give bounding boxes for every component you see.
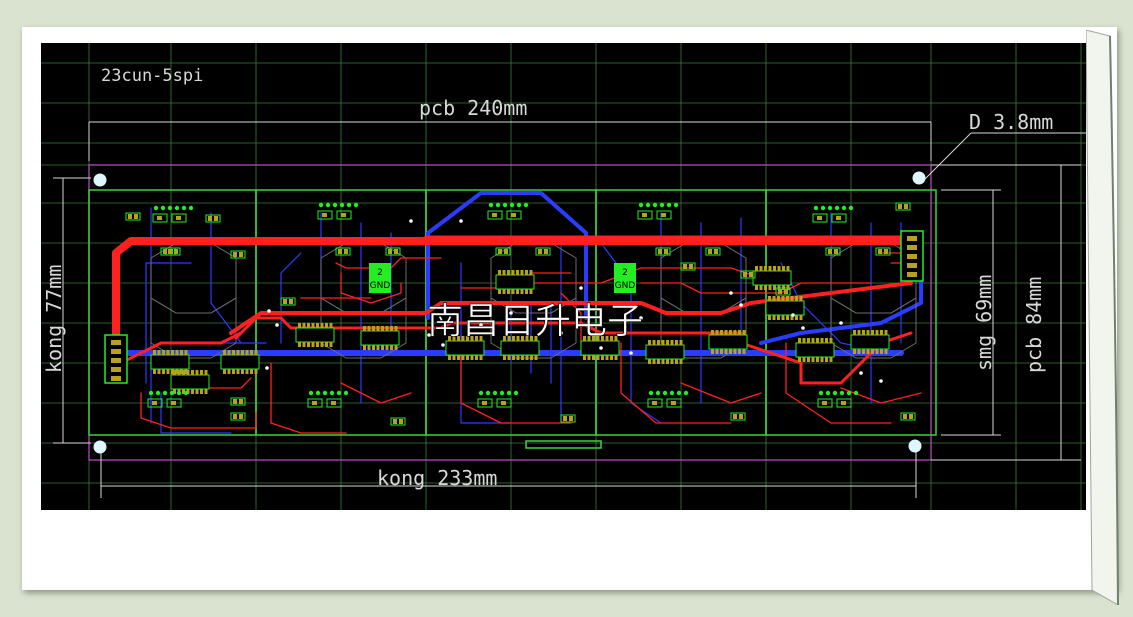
right-connector [900, 230, 924, 282]
mounting-hole-icon [912, 171, 926, 185]
left-connector [104, 334, 128, 384]
pcb-height-label: pcb 84mm [1022, 277, 1046, 373]
hole-height-label: kong 77mm [42, 265, 66, 373]
grid-lines [41, 43, 1086, 510]
mounting-hole-icon [908, 439, 922, 453]
gnd-pad-number: 2 [377, 268, 383, 278]
digit-frame-0 [88, 189, 257, 436]
mounting-holes [93, 171, 926, 454]
pcb-drawing: 2 GND 2 GND 23cun-5spi pcb 240mm D 3.8mm… [41, 43, 1086, 510]
gnd-pad-1: 2 GND [369, 263, 391, 293]
watermark-text: 南昌日升电子 [427, 301, 643, 342]
gnd-pad-label: GND [615, 281, 636, 291]
hole-diameter-label: D 3.8mm [969, 110, 1053, 134]
paper-curl-shadow [1086, 30, 1119, 605]
gnd-pad-label: GND [370, 281, 391, 291]
ic-pads [125, 202, 916, 426]
smg-height-label: smg 69mm [972, 275, 996, 371]
top-copper-traces [108, 235, 922, 434]
design-name: 23cun-5spi [101, 66, 203, 86]
pcb-layout-canvas: 2 GND 2 GND 23cun-5spi pcb 240mm D 3.8mm… [41, 43, 1086, 510]
mounting-hole-icon [93, 440, 107, 454]
pcb-width-label: pcb 240mm [419, 96, 527, 120]
mounting-hole-icon [93, 173, 107, 187]
dimension-lines [53, 121, 1086, 498]
edge-connector [525, 440, 602, 449]
gnd-pad-number: 2 [622, 268, 628, 278]
gnd-pad-2: 2 GND [614, 263, 636, 293]
hole-width-label: kong 233mm [377, 466, 497, 490]
